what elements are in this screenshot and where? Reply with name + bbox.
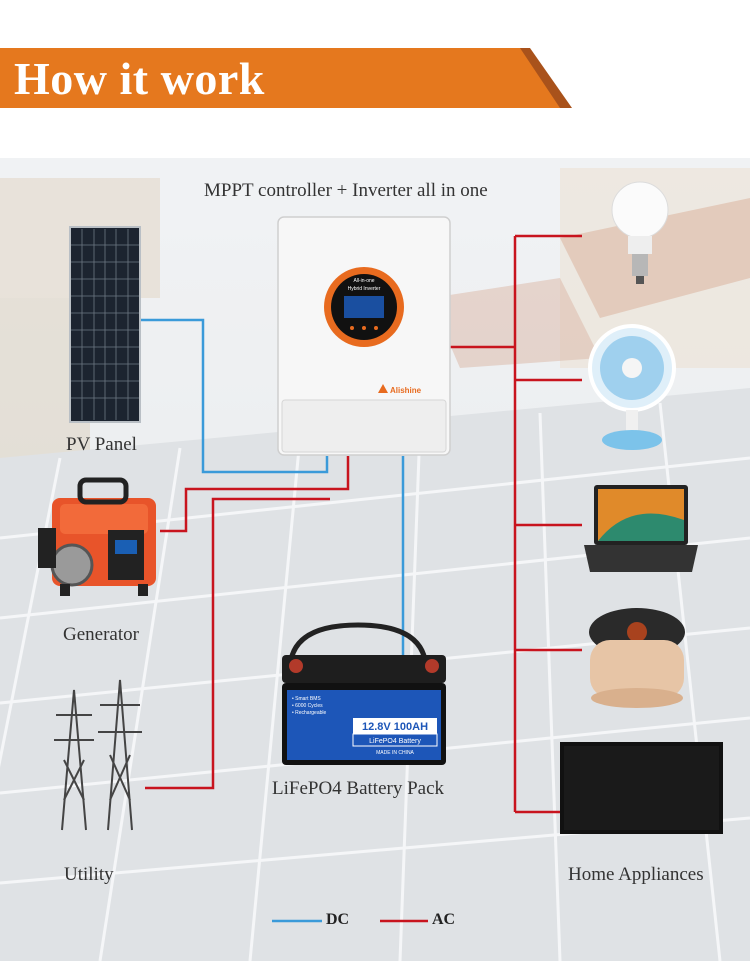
home-appliances-label: Home Appliances (568, 864, 704, 885)
generator-label: Generator (63, 624, 139, 645)
inverter-caption: MPPT controller + Inverter all in one (204, 180, 488, 201)
svg-text:Hybrid Inverter: Hybrid Inverter (348, 286, 381, 292)
television-image (560, 742, 723, 834)
ac-wires (145, 234, 582, 814)
utility-towers-image (54, 679, 142, 831)
dc-wires (138, 318, 405, 656)
battery-image: 12.8V 100AH LiFePO4 Battery • Smart BMS … (282, 622, 446, 765)
svg-text:• 6000 Cycles: • 6000 Cycles (292, 703, 323, 709)
page-title: How it work (14, 53, 265, 104)
svg-text:• Rechargeable: • Rechargeable (292, 710, 326, 716)
svg-text:• Smart BMS: • Smart BMS (292, 696, 321, 702)
rice-cooker-image (589, 608, 685, 708)
generator-image (38, 477, 156, 596)
light-bulb-image (611, 181, 669, 284)
svg-text:All-in-one: All-in-one (353, 278, 374, 284)
pv-panel-image (69, 226, 141, 423)
utility-label: Utility (64, 864, 114, 885)
battery-label: LiFePO4 Battery Pack (272, 778, 445, 799)
header-banner (0, 48, 572, 108)
laptop-image (584, 485, 698, 572)
svg-text:MADE IN CHINA: MADE IN CHINA (376, 750, 414, 756)
inverter-image: All-in-one Hybrid Inverter Alishine (277, 216, 451, 456)
legend-dc-label: DC (326, 911, 350, 928)
svg-text:LiFePO4 Battery: LiFePO4 Battery (369, 738, 421, 745)
pv-panel-label: PV Panel (66, 434, 137, 455)
legend-ac-label: AC (432, 911, 456, 928)
svg-text:Alishine: Alishine (390, 386, 422, 395)
svg-text:12.8V 100AH: 12.8V 100AH (362, 721, 428, 733)
fan-image (588, 324, 676, 450)
